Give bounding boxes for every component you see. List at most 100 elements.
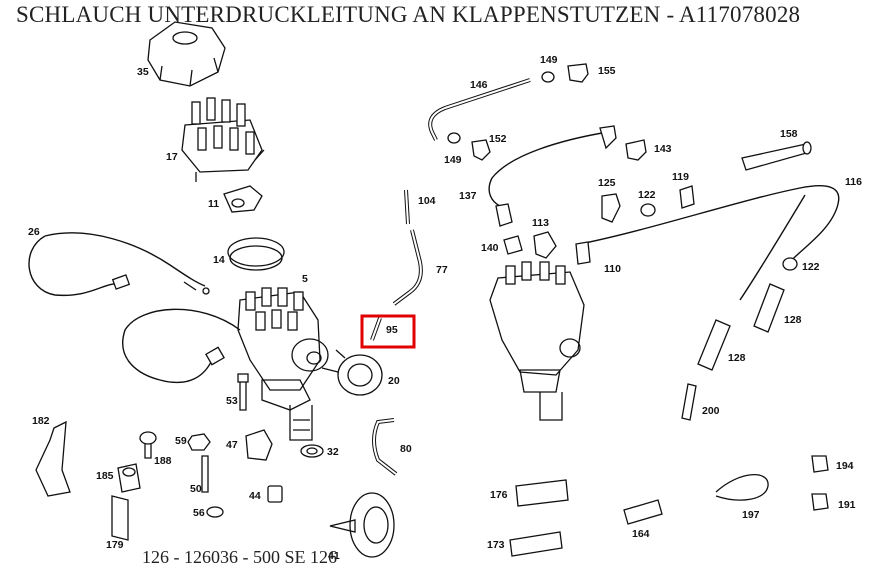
part-77-bent-hose[interactable]	[392, 229, 423, 306]
label-104: 104	[418, 195, 436, 207]
part-140-connector[interactable]	[503, 235, 523, 255]
label-128-upper: 128	[784, 314, 802, 326]
part-vacuum-line-long[interactable]	[488, 131, 609, 207]
distributor-assembly-right[interactable]	[489, 261, 585, 421]
part-17-distributor-cap[interactable]	[181, 97, 265, 182]
part-59-nut[interactable]	[187, 433, 211, 451]
label-14: 14	[213, 254, 225, 266]
part-176-cover[interactable]	[515, 479, 569, 507]
part-164-comb[interactable]	[623, 499, 663, 525]
label-44: 44	[249, 490, 261, 502]
part-122-cap-lower[interactable]	[782, 257, 798, 271]
label-137: 137	[459, 190, 477, 202]
label-32: 32	[327, 446, 339, 458]
label-173: 173	[487, 539, 505, 551]
label-128-lower: 128	[728, 352, 746, 364]
part-200-spark-plug[interactable]	[681, 383, 697, 421]
part-53-screw[interactable]	[237, 373, 249, 411]
part-143-elbow[interactable]	[599, 125, 647, 161]
label-53: 53	[226, 395, 238, 407]
part-152-elbow[interactable]	[471, 139, 491, 161]
part-182-bracket[interactable]	[35, 420, 71, 497]
part-119-clip[interactable]	[679, 185, 695, 209]
part-128-spark-plug-connector-upper[interactable]	[753, 283, 785, 333]
label-116: 116	[845, 176, 862, 188]
part-104-hose[interactable]	[404, 189, 410, 225]
part-194-clip[interactable]	[811, 455, 829, 473]
part-35-cap-cover[interactable]	[147, 21, 226, 87]
label-47: 47	[226, 439, 238, 451]
label-59: 59	[175, 435, 187, 447]
part-47-clamp[interactable]	[245, 429, 273, 461]
part-146-vacuum-line[interactable]	[428, 78, 531, 141]
part-137-connector[interactable]	[495, 203, 513, 227]
label-197: 197	[742, 509, 760, 521]
part-173-bracket[interactable]	[509, 531, 563, 557]
label-80: 80	[400, 443, 412, 455]
part-185-clip[interactable]	[117, 463, 141, 493]
footer-model-code: 126 - 126036 - 500 SE 126	[142, 547, 337, 567]
label-146: 146	[470, 79, 488, 91]
label-179: 179	[106, 539, 124, 551]
label-149-top: 149	[540, 54, 558, 66]
label-110: 110	[604, 263, 621, 275]
part-188-bolt[interactable]	[139, 431, 157, 459]
label-152: 152	[489, 133, 507, 145]
part-149-fitting-lower[interactable]	[447, 132, 461, 144]
part-149-fitting[interactable]	[541, 71, 555, 83]
label-155: 155	[598, 65, 616, 77]
label-125: 125	[598, 177, 616, 189]
part-128-spark-plug-connector-lower[interactable]	[697, 319, 731, 371]
label-149-lower: 149	[444, 154, 462, 166]
part-80-bent-hose[interactable]	[372, 418, 398, 476]
label-17: 17	[166, 151, 178, 163]
label-122-upper: 122	[638, 189, 656, 201]
label-122-lower: 122	[802, 261, 820, 273]
label-164: 164	[632, 528, 650, 540]
label-26: 26	[28, 226, 40, 238]
highlight-box	[360, 314, 416, 349]
label-113: 113	[532, 217, 549, 229]
part-44-sleeve[interactable]	[267, 485, 283, 503]
label-20: 20	[388, 375, 400, 387]
part-116-cable[interactable]	[579, 185, 840, 301]
part-41-pulley[interactable]	[329, 492, 395, 558]
part-50-stud[interactable]	[201, 455, 209, 493]
part-122-cap[interactable]	[640, 203, 656, 217]
label-140: 140	[481, 242, 499, 254]
part-32-washer[interactable]	[300, 444, 324, 458]
part-95-vacuum-hose[interactable]	[370, 317, 382, 341]
part-110-fitting[interactable]	[575, 241, 591, 265]
label-95: 95	[386, 324, 398, 336]
part-191-clip[interactable]	[811, 493, 829, 511]
label-191: 191	[838, 499, 856, 511]
label-35: 35	[137, 66, 149, 78]
part-11-rotor[interactable]	[223, 185, 263, 213]
part-179-strap[interactable]	[111, 495, 129, 541]
part-113-connector[interactable]	[533, 231, 557, 259]
label-188: 188	[154, 455, 172, 467]
label-200: 200	[702, 405, 720, 417]
label-50: 50	[190, 483, 202, 495]
label-56: 56	[193, 507, 205, 519]
label-119: 119	[672, 171, 689, 183]
label-41: 41	[328, 550, 340, 562]
label-158: 158	[780, 128, 798, 140]
label-143: 143	[654, 143, 672, 155]
part-20-vacuum-unit[interactable]	[321, 349, 383, 396]
part-5-distributor[interactable]	[122, 287, 329, 441]
part-56-washer[interactable]	[206, 506, 224, 518]
part-155-elbow[interactable]	[567, 63, 589, 83]
part-197-cable-tie[interactable]	[715, 474, 769, 501]
label-77: 77	[436, 264, 448, 276]
label-194: 194	[836, 460, 854, 472]
part-125-fitting[interactable]	[601, 193, 621, 223]
part-14-seal-ring[interactable]	[227, 237, 285, 271]
label-185: 185	[96, 470, 114, 482]
part-158-sleeve[interactable]	[741, 141, 812, 171]
page-title: SCHLAUCH UNTERDRUCKLEITUNG AN KLAPPENSTU…	[16, 2, 801, 27]
part-26-ignition-cable[interactable]	[28, 232, 210, 297]
label-11: 11	[208, 198, 219, 210]
label-182: 182	[32, 415, 50, 427]
